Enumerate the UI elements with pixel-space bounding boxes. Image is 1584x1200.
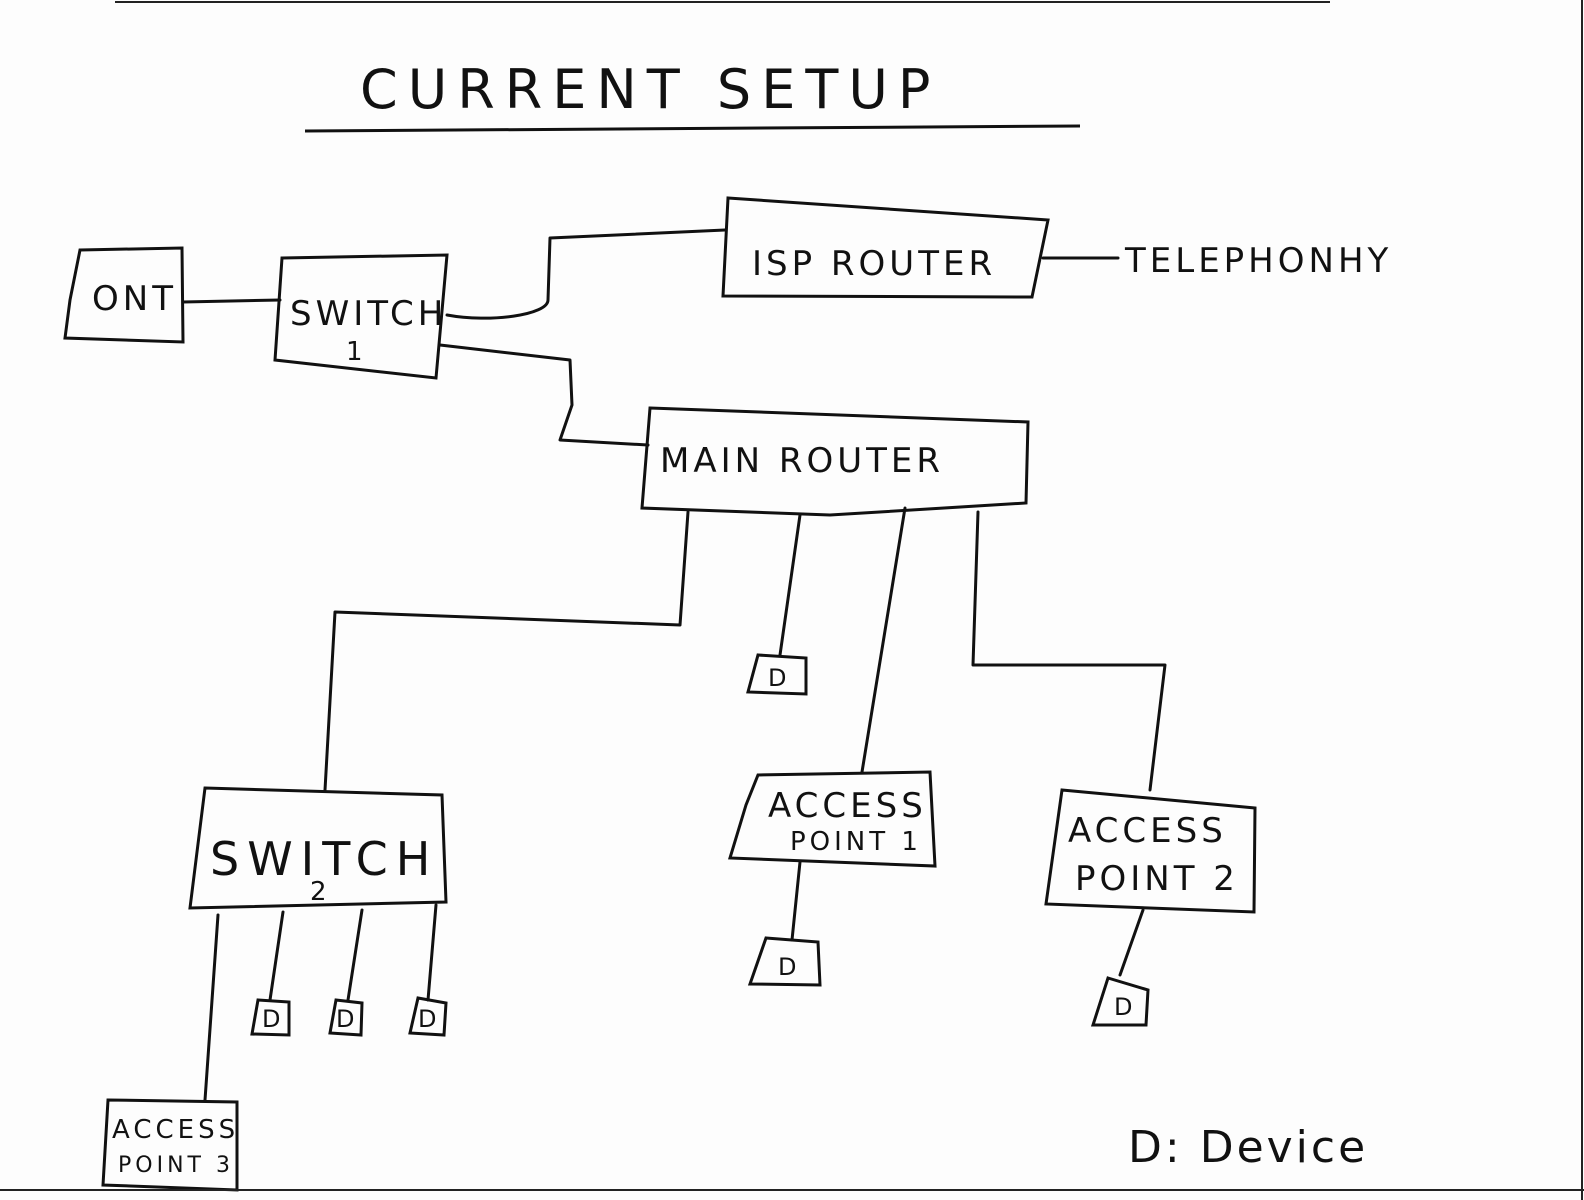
device-label: D [418,1005,436,1033]
wire-access-point1-device [790,860,802,942]
wire-switch2-device-c [426,903,438,1002]
diagram-title: CURRENT SETUP [360,58,940,121]
wire-switch2-device-b [346,908,364,1002]
switch1-node: SWITCH 1 [273,253,449,380]
wire-switch2-device-a [268,910,285,1002]
access-point2-line2: POINT 2 [1075,859,1239,899]
device-label: D [778,953,796,981]
switch2-number: 2 [310,877,331,907]
device-label: D [262,1005,280,1033]
access-point1-line1: ACCESS [768,786,927,826]
main-router-node: MAIN ROUTER [640,406,1030,517]
wire-switch2-access-point3 [203,913,220,1102]
switch2-label: SWITCH [210,832,438,886]
device-label: D [768,664,786,692]
wire-main-router-access-point2 [971,510,1167,792]
switch1-label: SWITCH [290,294,447,334]
access-point2-line1: ACCESS [1068,811,1227,851]
wire-main-router-access-point1 [860,506,907,774]
connection-lines [181,228,1167,1102]
access-point1-line2: POINT 1 [790,827,922,857]
access-point3-line2: POINT 3 [118,1153,234,1178]
wire-access-point2-device [1118,908,1145,977]
device-node: D [1090,976,1150,1027]
device-node: D [408,996,448,1037]
wire-switch1-isp-router [445,228,727,320]
main-router-label: MAIN ROUTER [660,441,944,481]
wire-ont-switch1 [181,298,282,304]
legend-device: D: Device [1128,1122,1368,1173]
device-label: D [1114,993,1132,1021]
device-node: D [747,936,822,987]
device-node: D [328,998,364,1037]
ont-node: ONT [63,246,185,344]
ont-label: ONT [92,279,177,319]
wire-main-router-device [778,513,802,657]
device-node: D [746,653,808,696]
telephony-label: TELEPHONHY [1124,241,1392,281]
access-point3-node: ACCESS POINT 3 [101,1098,239,1192]
isp-router-label: ISP ROUTER [752,244,996,284]
wire-main-router-switch2 [323,510,690,792]
wire-switch1-main-router [438,343,650,447]
isp-router-node: ISP ROUTER [721,196,1050,299]
access-point1-node: ACCESS POINT 1 [728,770,937,868]
access-point3-line1: ACCESS [112,1115,239,1145]
device-label: D [336,1005,354,1033]
switch1-number: 1 [346,337,367,367]
access-point2-node: ACCESS POINT 2 [1044,788,1257,914]
title-underline [304,124,1081,133]
switch2-node: SWITCH 2 [188,786,448,910]
device-node: D [250,998,291,1037]
